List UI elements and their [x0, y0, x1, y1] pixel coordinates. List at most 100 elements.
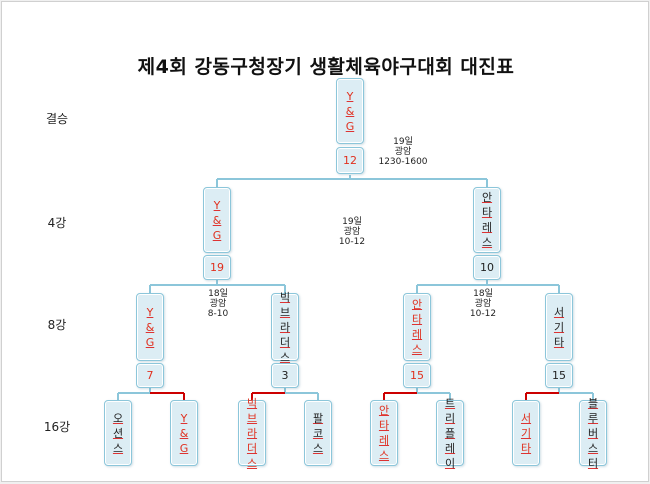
page-title: 제4회 강동구청장기 생활체육야구대회 대진표	[137, 56, 515, 78]
team-name-char: &	[145, 320, 155, 334]
team-name-char: 스	[378, 449, 390, 462]
team-name-char: G	[145, 335, 155, 349]
team-name-char: &	[345, 104, 355, 118]
team-name-char: Y	[213, 198, 221, 212]
team-name-char: 버	[587, 426, 599, 440]
team-name-char: 오	[112, 411, 124, 425]
quarterfinal-score: 3	[281, 369, 289, 382]
semifinal-score-box: 19	[203, 255, 231, 280]
final-schedule-note: 19일 광암 1230-1600	[368, 137, 438, 167]
team-name-char: 라	[246, 426, 258, 440]
team-name-char: 리	[444, 411, 456, 425]
quarterfinal-venue: 광암	[474, 299, 492, 309]
team-name-char: 타	[520, 441, 532, 455]
round-label-semifinal: 4강	[47, 216, 67, 230]
team-name-char: 스	[481, 236, 493, 249]
final-time: 1230-1600	[378, 157, 428, 167]
team-name-char: 레	[481, 221, 493, 234]
team-name-char: 레	[444, 441, 456, 455]
round16-team-name: Y&G	[180, 411, 189, 456]
semifinal-score: 19	[210, 261, 224, 274]
team-name-char: 타	[411, 313, 423, 326]
semifinal-team-name: Y&G	[213, 198, 222, 243]
final-score: 12	[343, 154, 357, 167]
team-name-char: 스	[112, 441, 124, 455]
team-name-char: 스	[411, 343, 423, 356]
team-name-char: 브	[279, 305, 291, 319]
team-name-char: 블	[587, 396, 599, 410]
team-name-char: 플	[444, 426, 456, 440]
team-name-char: 스	[279, 350, 291, 364]
team-name-char: 안	[378, 404, 390, 417]
quarterfinal-time: 8-10	[207, 309, 229, 319]
semifinal-team-box: Y&G	[203, 187, 231, 253]
quarterfinal-date: 18일	[473, 289, 493, 299]
semifinal-date: 19일	[342, 217, 362, 227]
team-name-char: 터	[587, 456, 599, 470]
quarterfinal-date: 18일	[208, 289, 228, 299]
team-name-char: 타	[481, 206, 493, 219]
semifinal-schedule-note: 19일 광암 10-12	[317, 217, 387, 247]
team-name-char: 안	[481, 191, 493, 204]
quarterfinal-venue: 광암	[209, 299, 227, 309]
quarterfinal-score: 15	[410, 369, 424, 382]
final-score-box: 12	[336, 147, 364, 174]
final-venue: 광암	[394, 147, 412, 157]
team-name-char: 레	[378, 434, 390, 447]
final-date: 19일	[393, 137, 413, 147]
team-name-char: 빅	[279, 290, 291, 304]
team-name-char: 브	[246, 411, 258, 425]
semifinal-venue: 광암	[343, 227, 361, 237]
quarterfinal-time: 10-12	[469, 309, 497, 319]
quarterfinal-score-box: 15	[545, 363, 573, 388]
team-name-char: 이	[444, 456, 456, 470]
round-label-round16: 16강	[43, 420, 71, 434]
quarterfinal-team-box: Y&G	[136, 293, 164, 361]
team-name-char: 기	[520, 426, 532, 440]
team-name-char: 루	[587, 411, 599, 425]
semifinal-score-box: 10	[473, 255, 501, 280]
semifinal-time: 10-12	[338, 237, 366, 247]
semifinal-score: 10	[480, 261, 494, 274]
team-name-char: 코	[312, 426, 324, 440]
team-name-char: 서	[553, 305, 565, 319]
quarterfinal-schedule-note: 18일 광암 8-10	[183, 289, 253, 319]
round-label-quarterfinal: 8강	[47, 318, 67, 332]
team-name-char: 타	[378, 419, 390, 432]
quarterfinal-score-box: 7	[136, 363, 164, 388]
quarterfinal-score: 15	[552, 369, 566, 382]
final-team-name: Y&G	[346, 89, 355, 134]
team-name-char: 스	[312, 441, 324, 455]
team-name-char: 팔	[312, 411, 324, 425]
team-name-char: Y	[346, 89, 354, 103]
team-name-char: 빅	[246, 396, 258, 410]
team-name-char: G	[212, 228, 222, 242]
team-name-char: 라	[279, 320, 291, 334]
team-name-char: Y	[146, 305, 154, 319]
team-name-char: G	[345, 119, 355, 133]
team-name-char: G	[179, 441, 189, 455]
